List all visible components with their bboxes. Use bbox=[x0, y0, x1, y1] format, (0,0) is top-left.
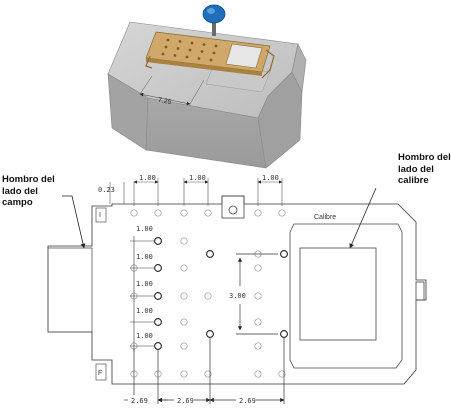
gauge-shoulder-block bbox=[299, 247, 377, 341]
bottom-spacing-1: 2.69 bbox=[131, 397, 148, 405]
gauge-knob bbox=[202, 4, 226, 24]
gauge-technical-drawing bbox=[47, 195, 427, 385]
top-spacing-2: 1.00 bbox=[189, 174, 206, 182]
top-spacing-3: 1.00 bbox=[262, 174, 279, 182]
gauge-side-shoulder-label: Hombro del lado del calibre bbox=[398, 152, 451, 187]
gauge-side-shoulder-line-1: Hombro del bbox=[398, 152, 451, 163]
bottom-spacing-3: 2.69 bbox=[239, 397, 256, 405]
reference-holes bbox=[154, 237, 288, 350]
gauge-side-shoulder-line-3: calibre bbox=[398, 175, 429, 186]
bottom-spacing-2: 2.69 bbox=[177, 397, 194, 405]
field-side-shoulder-line-3: campo bbox=[2, 197, 33, 208]
calibre-label: Calibre bbox=[314, 214, 336, 221]
row-spacing-2: 1.00 bbox=[136, 253, 153, 261]
gauge-window bbox=[225, 43, 263, 69]
gauge-plate bbox=[145, 4, 275, 79]
field-side-shoulder-label: Hombro del lado del campo bbox=[2, 174, 55, 209]
row-spacing-5: 1.00 bbox=[136, 332, 153, 340]
row-spacing-3: 1.00 bbox=[136, 280, 153, 288]
block-dimension-label: 7.25 bbox=[157, 97, 172, 106]
mark-f: F bbox=[98, 370, 102, 377]
hole-grid bbox=[130, 209, 286, 378]
row-spacing-4: 1.00 bbox=[136, 307, 153, 315]
gauge-side-shoulder-line-2: lado del bbox=[398, 163, 434, 175]
field-side-shoulder-line-2: lado del bbox=[2, 185, 38, 197]
top-offset-label: 0.23 bbox=[98, 186, 115, 194]
vertical-span-label: 3.00 bbox=[229, 292, 246, 300]
field-side-shoulder-line-1: Hombro del bbox=[2, 174, 55, 185]
mark-i: I bbox=[99, 212, 101, 219]
top-spacing-1: 1.00 bbox=[139, 174, 156, 182]
gauge-window-outline bbox=[289, 223, 403, 369]
row-spacing-1: 1.00 bbox=[136, 225, 153, 233]
right-callout-leader bbox=[349, 187, 377, 249]
rail-block-illustration: 7.25 bbox=[107, 4, 307, 169]
field-shoulder-block bbox=[47, 247, 93, 333]
left-callout-leader bbox=[62, 195, 86, 249]
